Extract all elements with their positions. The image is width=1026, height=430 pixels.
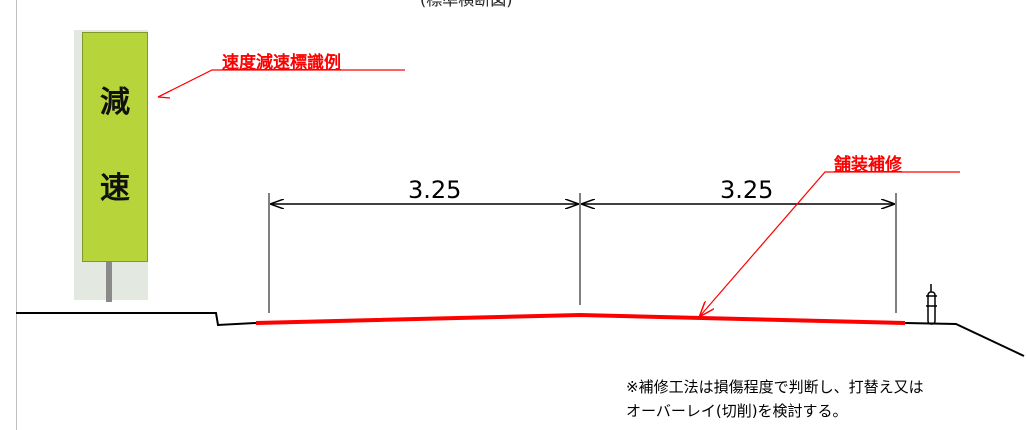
repair-label: 舗装補修 <box>834 155 902 175</box>
guard-post <box>926 284 937 325</box>
left-border-line <box>16 0 17 430</box>
note-line-1: ※補修工法は損傷程度で判断し、打替え又は <box>626 378 924 396</box>
sign-example-label: 速度減速標識例 <box>222 53 341 73</box>
sign-char-2: 速 <box>100 171 130 206</box>
sign-leader-line <box>157 69 405 98</box>
pavement-repair-line <box>255 312 906 325</box>
road-profile-left <box>16 312 257 327</box>
speed-reduction-sign: 減 速 <box>74 30 148 302</box>
note-line-2: オーバーレイ(切削)を検討する。 <box>626 402 848 420</box>
sign-pole <box>106 262 112 302</box>
diagram-title: (標準横断図) <box>420 0 513 10</box>
sign-char-1: 減 <box>100 85 130 120</box>
road-profile-right <box>904 322 1025 357</box>
repair-leader-line <box>700 171 960 316</box>
sign-board: 減 速 <box>82 32 148 262</box>
